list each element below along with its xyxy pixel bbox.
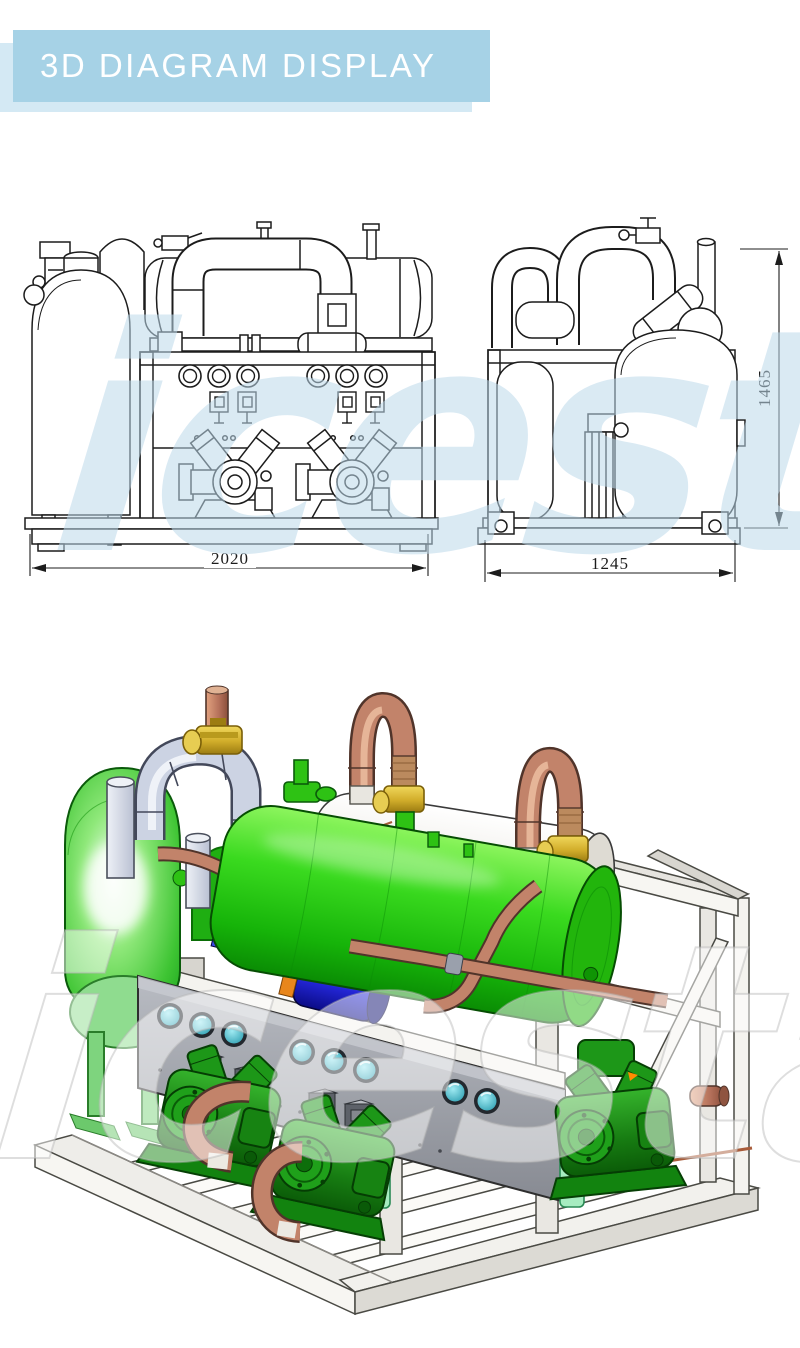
receiver-vessel	[144, 221, 433, 339]
side-view: 1245 1465	[477, 217, 788, 582]
front-view: 2020	[23, 221, 439, 576]
render-3d: icesta	[0, 685, 800, 1316]
base-front	[24, 517, 439, 552]
watermark-3d: icesta	[0, 880, 800, 1229]
manifold-pipe	[149, 331, 433, 359]
engineering-drawing-2d: 2020	[23, 217, 800, 610]
vessel-top-fittings	[283, 759, 474, 858]
page-title: 3D DIAGRAM DISPLAY	[40, 47, 437, 84]
dimension-width-side: 1245	[484, 540, 736, 582]
brass-valve-left	[182, 685, 243, 755]
suction-duct	[171, 237, 357, 339]
dim-label-1245: 1245	[591, 554, 629, 573]
dimension-height: 1465	[740, 248, 788, 529]
watermark-2d: icesta	[40, 263, 800, 610]
banner: 3D DIAGRAM DISPLAY	[13, 30, 490, 102]
copper-loops	[182, 1072, 638, 1243]
dim-label-2020: 2020	[211, 549, 249, 568]
base-side	[477, 511, 741, 545]
copper-ubend-1	[315, 692, 425, 857]
dimension-width-front: 2020	[29, 534, 429, 576]
side-piping	[491, 217, 723, 353]
header-banner: 3D DIAGRAM DISPLAY	[0, 0, 800, 120]
dim-label-1465: 1465	[755, 369, 774, 407]
compressor-3	[535, 1039, 730, 1201]
